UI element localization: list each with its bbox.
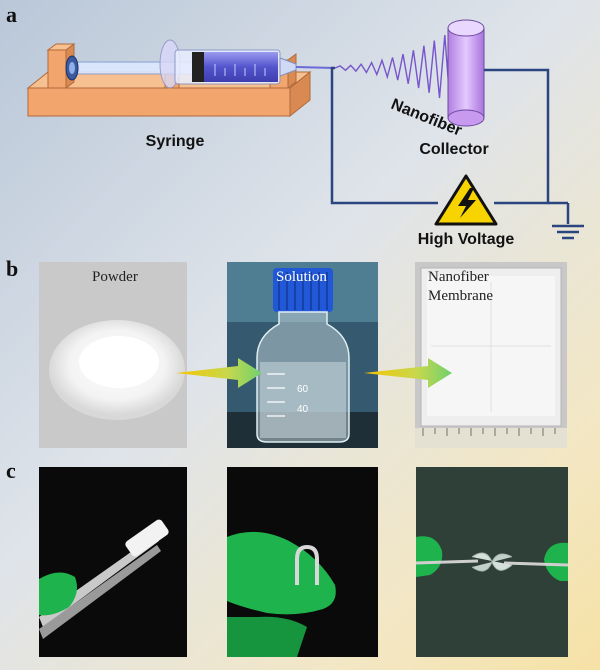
high-voltage-warning-icon <box>434 174 498 226</box>
ground-icon <box>552 224 584 240</box>
photo-bent-membrane <box>227 467 378 657</box>
arrow-right-icon <box>364 358 452 388</box>
collector-label: Collector <box>419 141 488 158</box>
circuit-wire <box>330 66 570 224</box>
membrane-label-line2: Membrane <box>428 288 493 304</box>
photo-rolled-membrane <box>39 467 187 657</box>
nanofiber-jet <box>334 34 451 105</box>
syringe <box>65 39 336 89</box>
membrane-label-line1: Nanofiber <box>428 269 489 285</box>
photo-solution: 60 40 <box>227 262 378 448</box>
high-voltage-label: High Voltage <box>418 231 515 248</box>
panel-label-b: b <box>6 256 19 281</box>
photo-membrane <box>415 262 567 448</box>
panel-label-a: a <box>6 2 17 27</box>
svg-text:40: 40 <box>297 404 309 415</box>
photo-twisted-membrane <box>416 467 568 657</box>
svg-text:60: 60 <box>297 384 309 395</box>
arrow-right-icon <box>176 358 262 388</box>
photo-powder <box>39 262 187 448</box>
electrospinning-diagram: Syringe Nanofiber Collector High Voltage <box>26 19 584 248</box>
solution-label: Solution <box>276 269 327 285</box>
panel-label-c: c <box>6 458 16 483</box>
syringe-label: Syringe <box>146 133 205 150</box>
collector-cylinder <box>447 19 485 127</box>
powder-label: Powder <box>92 269 138 285</box>
